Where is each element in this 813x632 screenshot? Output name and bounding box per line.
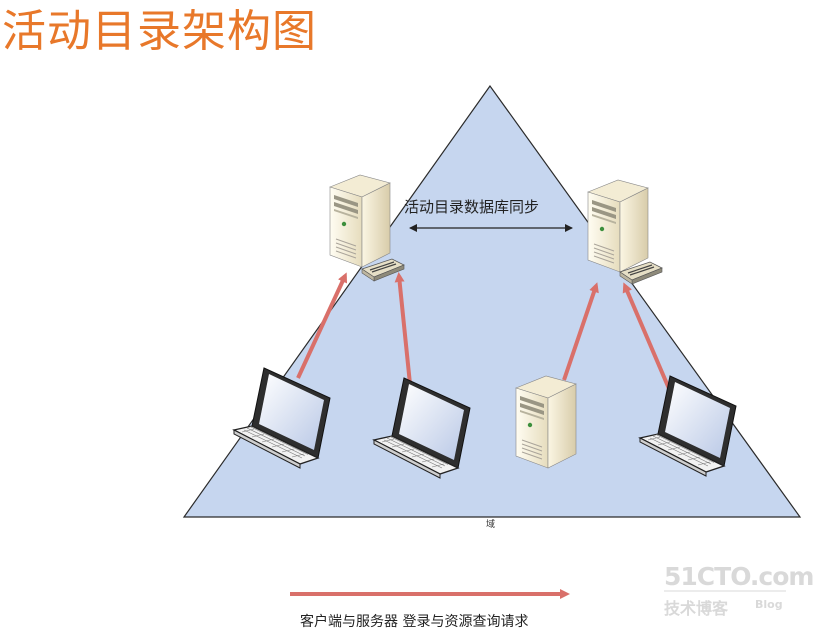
domain-triangle [182, 84, 802, 518]
replication-label: 活动目录数据库同步 [404, 198, 540, 216]
edge-member-server-to-dc-right [562, 282, 599, 381]
page-title: 活动目录架构图 [2, 6, 317, 57]
member-server-icon [515, 375, 577, 469]
edge-laptop3-to-dc-right [622, 282, 675, 399]
legend-label: 客户端与服务器 登录与资源查询请求 [300, 614, 529, 630]
dc-right-server-icon [587, 179, 649, 273]
watermark-blog: Blog [755, 598, 783, 611]
watermark-logo: 51CTO.com [664, 562, 813, 591]
domain-label: 域 [486, 520, 496, 530]
dc-left-server-icon [329, 174, 391, 268]
edge-laptop2-to-dc-left [394, 272, 412, 385]
watermark-subtitle: 技术博客 [664, 599, 729, 618]
edge-laptop1-to-dc-left [296, 272, 348, 379]
